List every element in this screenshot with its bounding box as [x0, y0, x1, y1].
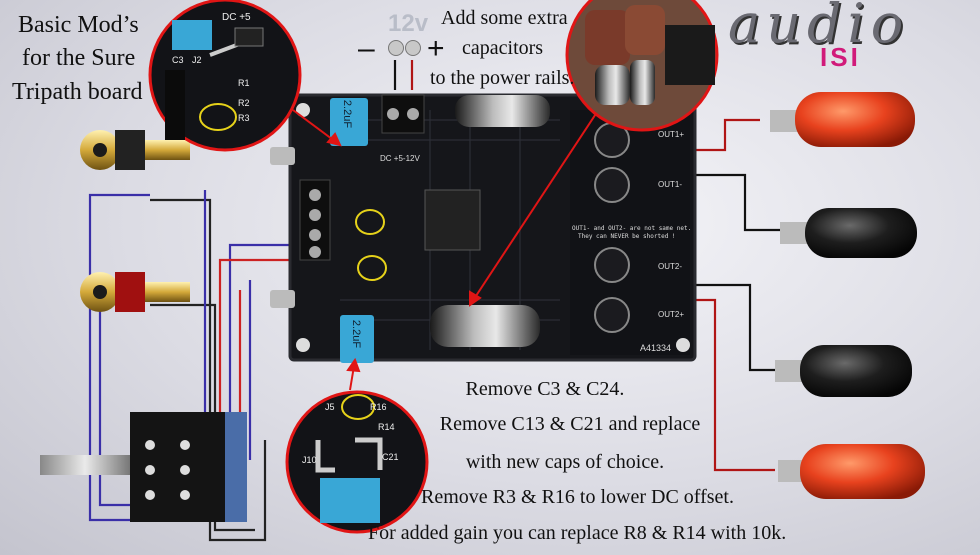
zoom-bottom-label-j5: J5: [325, 402, 335, 412]
rca-jacks: [80, 130, 190, 312]
board-power-label: DC +5-12V: [380, 154, 420, 163]
wire-terminal-plus: [405, 40, 421, 56]
wire-terminal-minus: [388, 40, 404, 56]
title-line-1: Basic Mod’s: [18, 12, 139, 38]
board-warning-2: They can NEVER be shorted !: [578, 233, 676, 240]
power-note-line-1: Add some extra: [441, 7, 568, 29]
out2-plus-label: OUT2+: [658, 310, 685, 319]
zoom-inset-bottom: [285, 390, 429, 534]
zoom-top-label-dc: DC +5: [222, 12, 251, 23]
out1-minus-label: OUT1-: [658, 180, 682, 189]
zoom-bottom-label-c21: C21: [382, 452, 399, 462]
voltage-label: 12v: [388, 10, 429, 37]
logo-wordmark: audio: [728, 0, 910, 55]
zoom-top-label-r1: R1: [238, 78, 250, 88]
out2-minus-label: OUT2-: [658, 262, 682, 271]
instruction-line-4: Remove R3 & R16 to lower DC offset.: [421, 486, 734, 508]
zoom-top-label-r3: R3: [238, 113, 250, 123]
zoom-inset-top: [148, 0, 302, 152]
instruction-line-2: Remove C13 & C21 and replace: [439, 413, 701, 435]
board-model: A41334: [640, 343, 672, 353]
wiring: [88, 60, 780, 542]
zoom-inset-capacitors: [565, 0, 719, 132]
amplifier-board: [270, 93, 697, 363]
cap-label-bottom: 2.2uF: [350, 319, 363, 349]
zoom-top-label-c3: C3: [172, 55, 184, 65]
binding-posts: [770, 92, 925, 499]
pointer-arrows: [292, 99, 606, 391]
logo-subtext: ISI: [820, 42, 861, 72]
plus-sign: +: [427, 32, 445, 65]
instruction-line-3: with new caps of choice.: [465, 451, 665, 473]
board-warning-1: OUT1- and OUT2- are not same net.: [572, 225, 692, 232]
zoom-bottom-label-j10: J10: [302, 455, 317, 465]
power-note-line-3: to the power rails.: [430, 67, 575, 89]
minus-sign: –: [358, 32, 375, 65]
zoom-bottom-label-r16: R16: [370, 402, 387, 412]
cap-label-top: 2.2uF: [341, 99, 354, 129]
volume-potentiometer: [40, 412, 247, 522]
zoom-top-label-r2: R2: [238, 98, 250, 108]
title-line-3: Tripath board: [12, 79, 143, 105]
zoom-bottom-label-r14: R14: [378, 422, 395, 432]
power-note-line-2: capacitors: [462, 37, 544, 59]
zoom-top-label-j2: J2: [192, 55, 202, 65]
instruction-line-5: For added gain you can replace R8 & R14 …: [368, 522, 787, 544]
out1-plus-label: OUT1+: [658, 130, 685, 139]
instruction-line-1: Remove C3 & C24.: [465, 378, 625, 400]
title-line-2: for the Sure: [22, 45, 136, 71]
